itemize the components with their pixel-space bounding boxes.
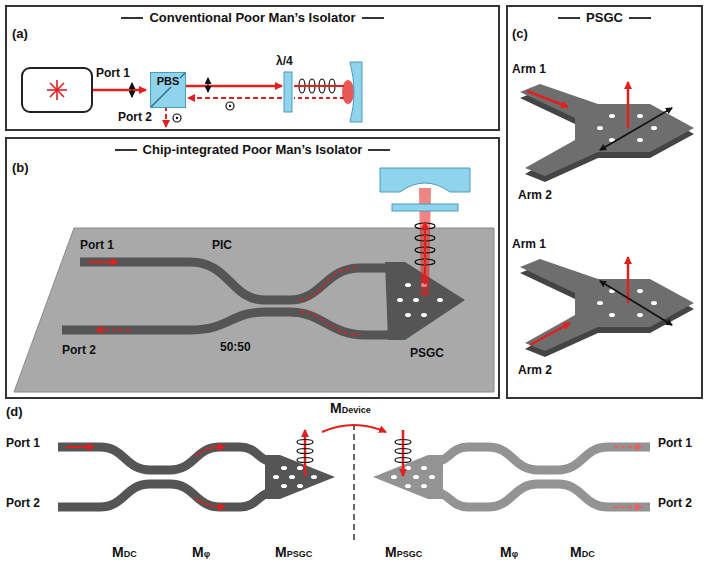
- part-label: Port 2: [6, 496, 40, 510]
- light-arrow: [88, 261, 118, 263]
- matrix-label: MDC: [570, 544, 595, 560]
- matrix-label-text: Mφ: [192, 544, 210, 560]
- part-label: Port 1: [658, 436, 692, 450]
- panel-letter: (a): [12, 26, 28, 41]
- device-mirrored: [373, 447, 650, 507]
- panel-letter: (c): [512, 26, 528, 41]
- light-arrow: [96, 329, 130, 331]
- matrix-label: Mφ: [500, 544, 518, 560]
- matrix-label-text: MPSGC: [275, 544, 312, 560]
- part-label: Arm 1: [512, 62, 546, 76]
- wave-plate: [392, 204, 458, 211]
- panel-title-row: Conventional Poor Man’s Isolator: [7, 10, 498, 25]
- vertical-beam: [424, 222, 426, 284]
- part-label: Arm 2: [518, 188, 552, 202]
- component-label: PBS: [156, 75, 181, 87]
- matrix-label-text: MDC: [570, 544, 595, 560]
- mirror-spot: [342, 80, 354, 104]
- psgc-holes: [397, 283, 443, 317]
- matrix-label-text: MPSGC: [385, 544, 422, 560]
- laser-housing: [22, 68, 92, 112]
- psgc-arm1: [520, 82, 694, 182]
- mirror-plane: [353, 424, 355, 540]
- port2-beam: [165, 106, 167, 127]
- forward-beam: [185, 85, 282, 88]
- matrix-label-text: MDC: [112, 544, 137, 560]
- panel-title: Chip-integrated Poor Man’s Isolator: [143, 142, 363, 157]
- quarter-wave-plate: [284, 72, 292, 112]
- matrix-label-text: MDevice: [330, 400, 371, 416]
- panel-title: PSGC: [586, 10, 623, 25]
- panel-title-row: Chip-integrated Poor Man’s Isolator: [7, 142, 498, 157]
- part-label: Port 1: [96, 66, 130, 80]
- conventional-setup: [22, 62, 362, 127]
- beam: [294, 97, 344, 99]
- mirror: [350, 62, 362, 122]
- panel-frame: Conventional Poor Man’s IsolatorPBS: [5, 5, 500, 131]
- panel-letter: (d): [6, 404, 23, 419]
- panel-title-row: PSGC: [508, 10, 701, 25]
- polarization-dot: [176, 117, 178, 119]
- part-label: Port 2: [118, 110, 152, 124]
- part-label: Port 1: [6, 436, 40, 450]
- psgc-arm2: [520, 257, 694, 357]
- waveguides: [62, 262, 392, 335]
- device-beams: [297, 424, 411, 540]
- polarization-dot: [229, 105, 231, 107]
- matrix-label: Mφ: [192, 544, 210, 560]
- device-forward: [58, 447, 335, 507]
- laser-source: [47, 80, 67, 100]
- polarization-dot: [173, 114, 181, 122]
- input-beam: [93, 89, 146, 92]
- part-label: Arm 2: [518, 363, 552, 377]
- matrix-label: MPSGC: [385, 544, 422, 560]
- part-label: λ/4: [276, 54, 293, 68]
- beam-splitter-cube: PBS: [150, 72, 186, 108]
- part-label: 50:50: [220, 340, 251, 354]
- part-label: PSGC: [410, 346, 444, 360]
- return-beam: [188, 97, 282, 99]
- light-path: [300, 268, 355, 300]
- mirror: [380, 168, 470, 192]
- part-label: Arm 1: [512, 237, 546, 251]
- beam: [294, 85, 344, 87]
- part-label: Port 1: [80, 238, 114, 252]
- matrix-label: MPSGC: [275, 544, 312, 560]
- matrix-label: MDevice: [330, 400, 371, 416]
- pic-slab: [14, 228, 494, 392]
- panel-title: Conventional Poor Man’s Isolator: [149, 10, 355, 25]
- polarization-dot: [226, 102, 234, 110]
- polarization-arrow: [131, 83, 132, 97]
- part-label: PIC: [212, 238, 232, 252]
- chip-setup: [14, 168, 494, 392]
- part-label: Port 2: [62, 343, 96, 357]
- transform-arrow: [322, 425, 386, 432]
- light-path: [300, 312, 360, 335]
- part-label: Port 2: [658, 496, 692, 510]
- panel-letter: (b): [12, 160, 29, 175]
- matrix-label-text: Mφ: [500, 544, 518, 560]
- polarization-arrow: [207, 78, 208, 92]
- matrix-label: MDC: [112, 544, 137, 560]
